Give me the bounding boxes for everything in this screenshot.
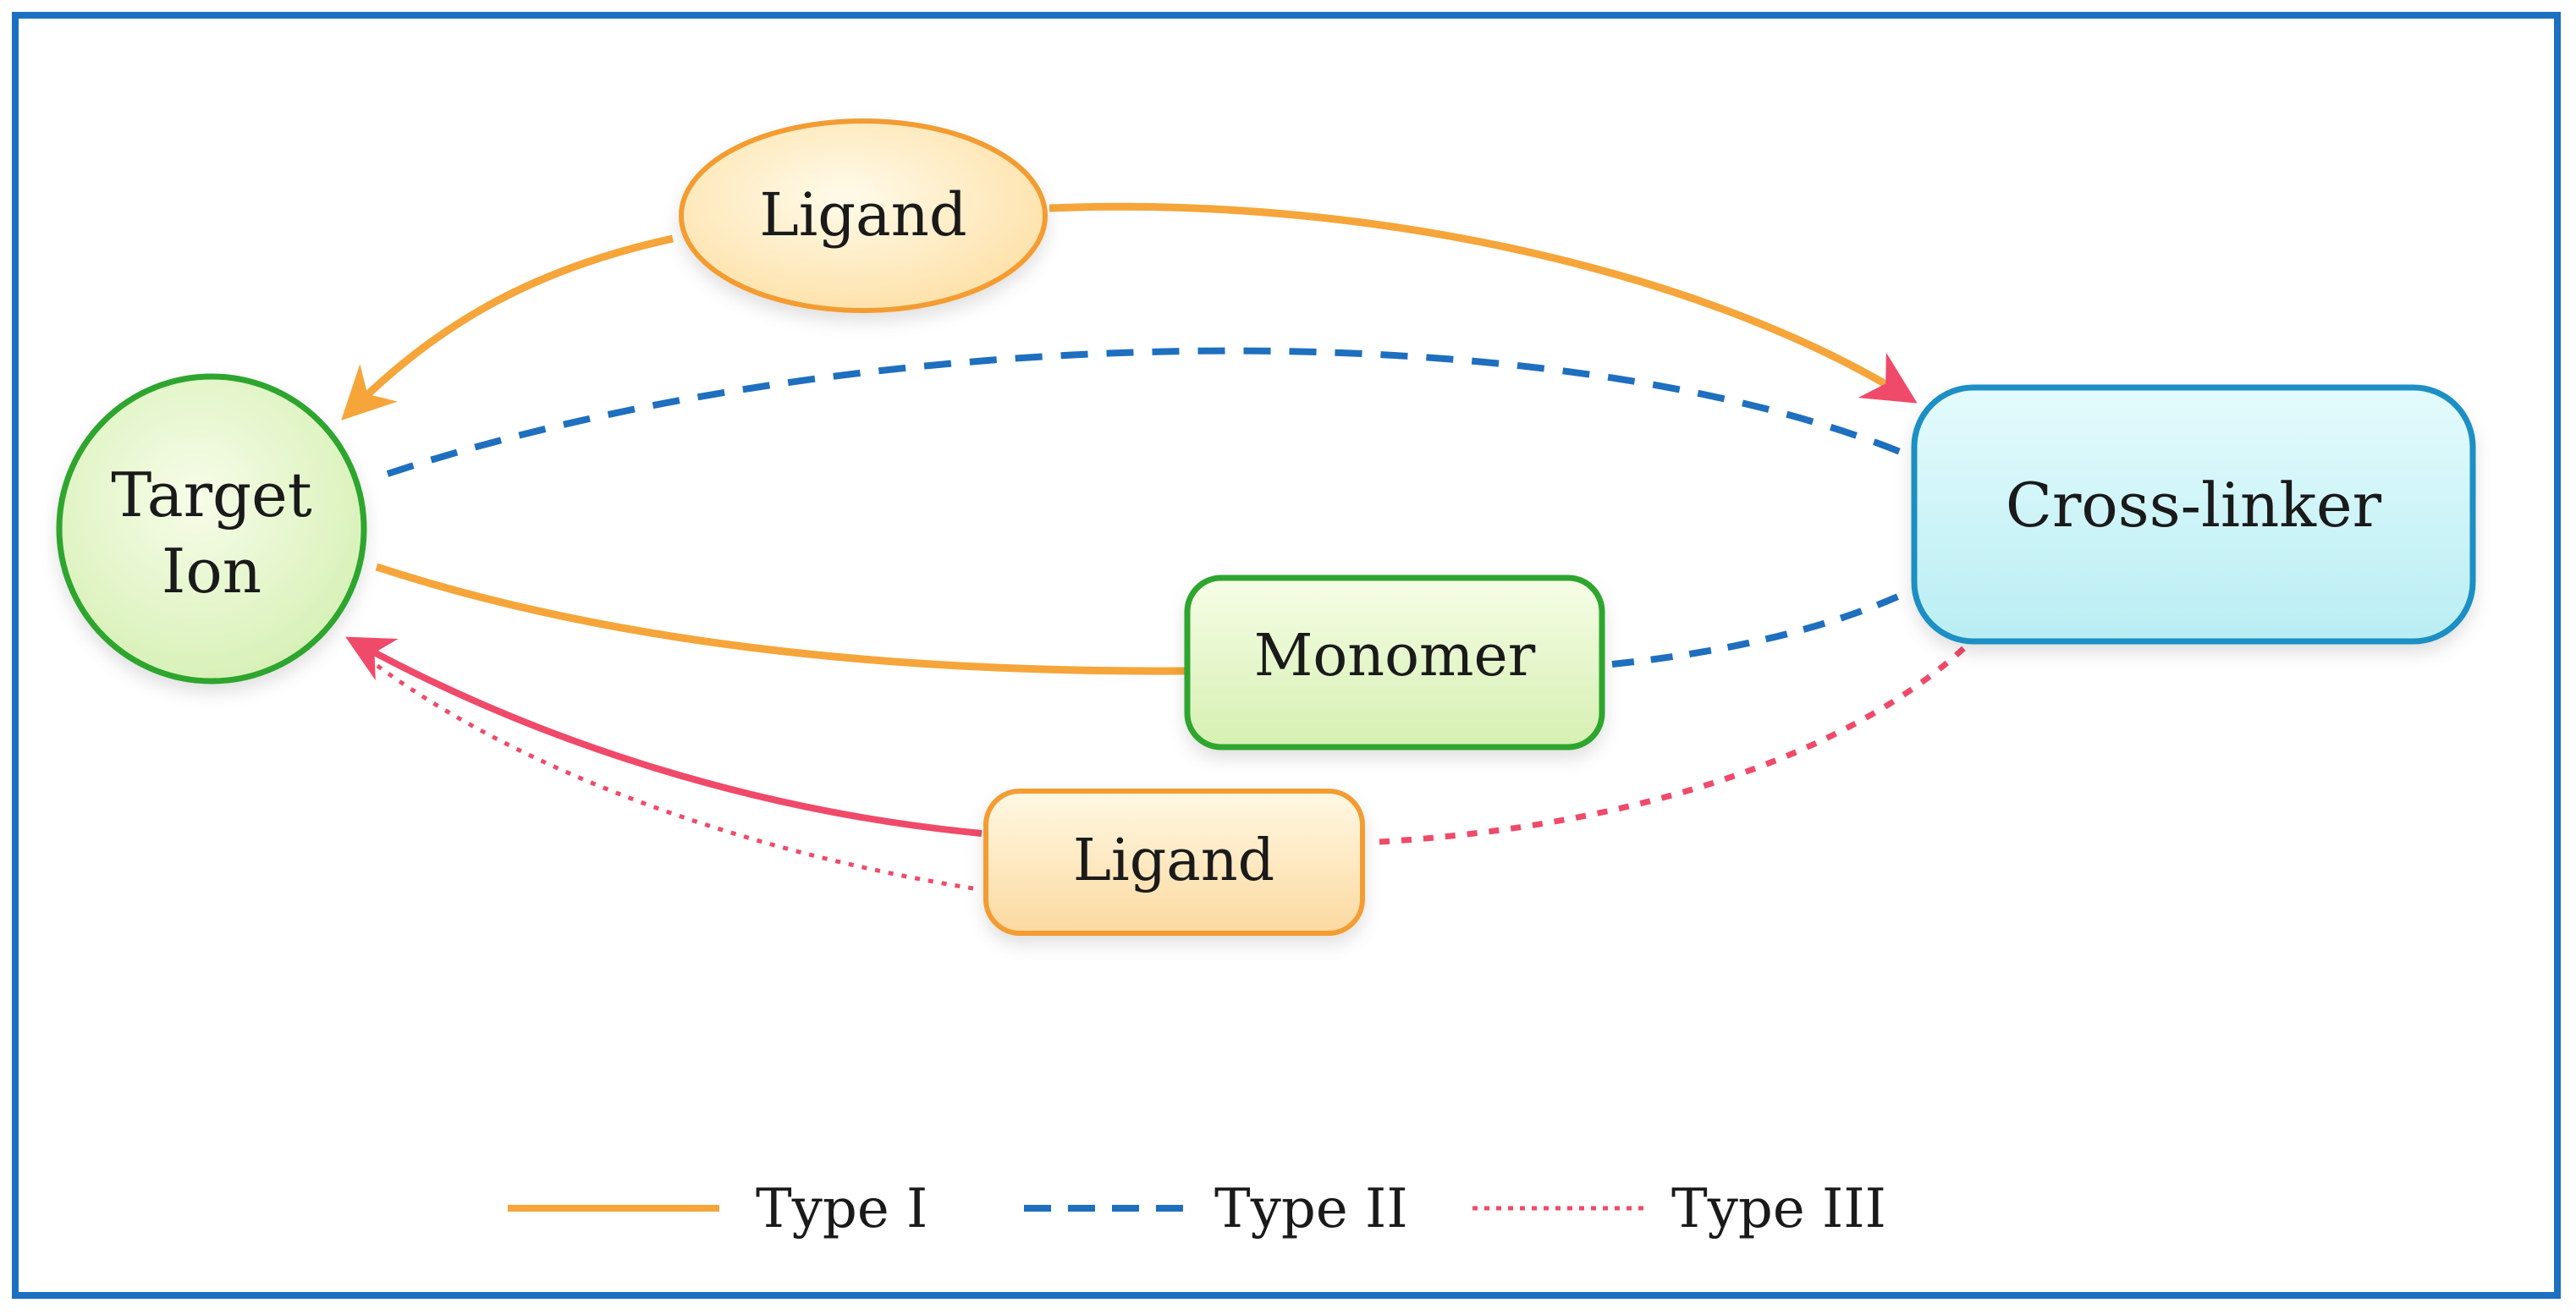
legend: Type I Type II Type III (508, 1178, 1886, 1240)
edge-ligand-cross-linker-dotted (1379, 642, 1970, 845)
target-ion-label-line1: Target (111, 459, 311, 531)
ligand-top-label: Ligand (759, 180, 966, 250)
cross-linker-label: Cross-linker (2006, 470, 2382, 541)
ligand-bottom-node (983, 789, 1365, 936)
edge-target-ion-monomer (375, 563, 1186, 675)
edge-ligand-to-cross-linker (1049, 202, 1918, 404)
cross-linker-node (1911, 384, 2476, 645)
target-ion-node (56, 373, 367, 684)
edge-target-ion-cross-linker-dashed (386, 347, 1914, 477)
monomer-node (1184, 575, 1605, 750)
monomer-label: Monomer (1254, 623, 1536, 690)
edge-ligand-to-target-ion-solid (345, 636, 983, 837)
ligand-bottom-label: Ligand (1073, 827, 1274, 894)
target-ion-label-line2: Ion (162, 536, 261, 607)
legend-type2-label: Type II (1214, 1178, 1408, 1240)
edge-monomer-cross-linker-dashed (1611, 585, 1918, 668)
edge-ligand-to-target-ion (341, 234, 674, 421)
ligand-top-node (679, 118, 1048, 313)
edge-ligand-target-ion-dotted (362, 654, 974, 891)
legend-type1-label: Type I (756, 1178, 927, 1240)
legend-type3-label: Type III (1671, 1178, 1886, 1240)
